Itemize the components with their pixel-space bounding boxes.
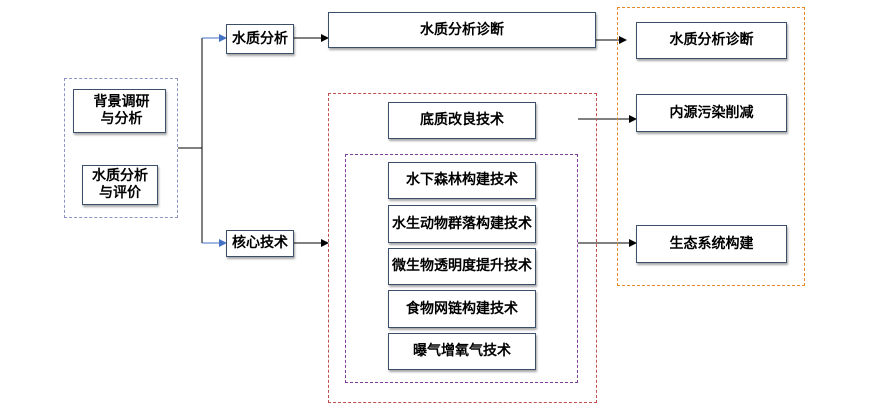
- background-research-label: 背景调研 与分析: [93, 94, 150, 127]
- left-group-frame: [64, 78, 178, 218]
- water-analysis-label: 水质分析: [232, 30, 288, 47]
- background-research-box: 背景调研 与分析: [73, 89, 166, 133]
- outcomes-frame: [617, 7, 805, 286]
- inner-item-box: 曝气增氧气技术: [388, 333, 536, 370]
- water-analysis-box: 水质分析: [226, 24, 294, 54]
- water-quality-eval-box: 水质分析 与评价: [82, 165, 158, 205]
- outcome-label: 内源污染削减: [669, 104, 754, 121]
- sediment-box: 底质改良技术: [388, 102, 536, 139]
- inner-item-label: 食物网链构建技术: [406, 300, 518, 317]
- water-quality-eval-label: 水质分析 与评价: [92, 168, 148, 201]
- outcome-label: 水质分析诊断: [669, 32, 754, 48]
- outcome-label: 生态系统构建: [669, 235, 754, 252]
- inner-item-label: 曝气增氧气技术: [413, 343, 511, 359]
- inner-item-label: 水下森林构建技术: [406, 172, 518, 188]
- diagnosis-box: 水质分析诊断: [328, 12, 596, 48]
- core-tech-box: 核心技术: [226, 230, 294, 257]
- inner-item-box: 食物网链构建技术: [388, 290, 536, 328]
- outcome-box: 内源污染削减: [636, 94, 787, 132]
- inner-tech-frame: [345, 154, 578, 383]
- inner-item-box: 水生动物群落构建技术: [388, 205, 536, 243]
- sediment-label: 底质改良技术: [420, 112, 504, 128]
- inner-item-box: 水下森林构建技术: [388, 162, 536, 199]
- core-tech-frame: [328, 93, 597, 403]
- inner-item-box: 微生物透明度提升技术: [388, 248, 536, 285]
- outcome-box: 生态系统构建: [636, 225, 787, 263]
- core-tech-label: 核心技术: [232, 235, 288, 251]
- inner-item-label: 微生物透明度提升技术: [392, 258, 532, 274]
- outcome-box: 水质分析诊断: [636, 22, 787, 59]
- inner-item-label: 水生动物群落构建技术: [392, 215, 532, 232]
- diagnosis-label: 水质分析诊断: [420, 21, 504, 38]
